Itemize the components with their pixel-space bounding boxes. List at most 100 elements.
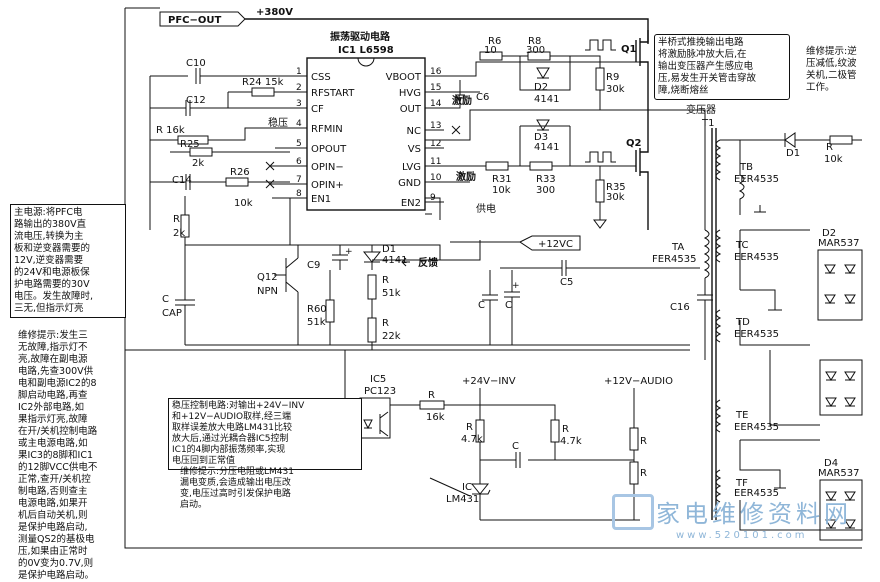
- tb-label: TB: [739, 162, 753, 173]
- ic1-title: 振荡驱动电路: [330, 30, 391, 43]
- d3-value: 4141: [534, 142, 559, 153]
- ic1-pin-label: LVG: [402, 162, 421, 173]
- te-label: TE: [735, 410, 748, 421]
- r33-label: R33: [536, 174, 556, 185]
- r31-value: 10k: [492, 185, 511, 196]
- ic1-pin-number: 5: [296, 139, 302, 149]
- r9-value: 30k: [606, 84, 625, 95]
- ic1-pin-number: 12: [430, 139, 441, 149]
- ic1-pin-label: NC: [407, 126, 421, 137]
- transformer-label: 变压器: [686, 103, 716, 116]
- q1-label: Q1: [621, 44, 637, 55]
- ra2-label: R: [640, 468, 647, 479]
- q12-type: NPN: [257, 286, 278, 297]
- d2-label: D2: [534, 82, 548, 93]
- ic1-pin-number: 7: [296, 175, 302, 185]
- d1-right-label: D1: [786, 148, 800, 159]
- r33-value: 300: [536, 185, 555, 196]
- gongdian-label: 供电: [476, 202, 496, 215]
- d2-right-label: D2: [822, 228, 836, 239]
- r35-value: 30k: [606, 192, 625, 203]
- ic1-pin-label: VBOOT: [386, 72, 422, 83]
- ic1-pin-label: HVG: [399, 88, 421, 99]
- ic5-body: [359, 397, 391, 439]
- c16-label: C16: [670, 302, 690, 313]
- wenya-label: 稳压: [268, 116, 288, 129]
- v12a-label: +12V−AUDIO: [604, 376, 673, 387]
- r47b-value: 4.7k: [560, 436, 582, 447]
- tc-value: EER4535: [734, 252, 779, 263]
- note-repair-bottom: 维修提示:分压电阻或LM431 漏电变质,会造成输出电压改 变,电压过高时引发保…: [180, 467, 294, 510]
- r-right-label: R: [826, 142, 833, 153]
- tf-label: TF: [735, 478, 748, 489]
- r16-label: R: [428, 390, 435, 401]
- d2-value: 4141: [534, 94, 559, 105]
- r6-value: 10: [484, 45, 497, 56]
- ic5-label: IC5: [370, 374, 386, 385]
- pfc-out-box: [159, 11, 246, 27]
- d3-label: D3: [534, 132, 548, 143]
- r35-label: R35: [606, 182, 626, 193]
- tf-value: EER4535: [734, 488, 779, 499]
- ic5-value: PC123: [364, 386, 396, 397]
- ta-value: FER4535: [652, 254, 696, 265]
- svg-text:+: +: [345, 247, 353, 257]
- c-cap-value: CAP: [162, 308, 182, 319]
- r24-label: R24 15k: [242, 77, 284, 88]
- d2-right-value: MAR537: [818, 238, 860, 249]
- r22k-label: R: [382, 318, 389, 329]
- ic1-pin-label: OPIN−: [311, 162, 344, 173]
- ic1-pin-label: RFSTART: [311, 88, 355, 99]
- watermark-logo: [612, 494, 654, 530]
- watermark-url: www.520101.com: [676, 530, 808, 541]
- c-a-label: C: [478, 300, 485, 311]
- r8-label: R8: [528, 36, 541, 47]
- r26-label: R26: [230, 167, 250, 178]
- ic1-pin-number: 10: [430, 173, 442, 183]
- tc-label: TC: [735, 240, 749, 251]
- d4-right-value: MAR537: [818, 468, 860, 479]
- note-repair-left: 维修提示:发生三 无故障,指示灯不 亮,故障在副电源 电路,先查300V供 电和…: [18, 330, 98, 581]
- r9-label: R9: [606, 72, 619, 83]
- r47b-label: R: [562, 424, 569, 435]
- r47a-value: 4.7k: [461, 434, 483, 445]
- nc-mark: [451, 125, 461, 135]
- r25-label: R25: [180, 139, 200, 150]
- d4-right-label: D4: [824, 458, 838, 469]
- r8-value: 300: [526, 45, 545, 56]
- fankui-label: 反馈: [418, 256, 438, 269]
- c14-label: C14: [172, 175, 192, 186]
- ic-label: IC: [462, 482, 472, 493]
- cm-label: C: [512, 441, 519, 452]
- c9-label: C9: [307, 260, 320, 271]
- c5-label: C5: [560, 277, 573, 288]
- ra1-label: R: [640, 436, 647, 447]
- r2k-left-label: R: [173, 214, 180, 225]
- r22k-value: 22k: [382, 331, 401, 342]
- ic1-pin-number: 4: [296, 119, 302, 129]
- svg-text:+: +: [512, 281, 520, 291]
- te-value: EER4535: [734, 422, 779, 433]
- ic1-pin-label: EN1: [311, 194, 331, 205]
- jili-top: 激励: [452, 94, 472, 107]
- r60-value: 51k: [307, 317, 326, 328]
- note-regulator: 稳压控制电路:对输出+24V−INV 和+12V−AUDIO取样,经三端 取样误…: [168, 398, 362, 470]
- t1-label: T1: [701, 118, 714, 129]
- ic1-pin-number: 1: [296, 67, 302, 77]
- ic1-pin-label: VS: [408, 144, 421, 155]
- r16-value: 16k: [426, 412, 445, 423]
- c12-label: C12: [186, 95, 206, 106]
- ic1-pin-label: GND: [398, 178, 421, 189]
- lm431-label: LM431: [446, 494, 479, 505]
- ic1-pin-number: 2: [296, 83, 302, 93]
- td-label: TD: [735, 317, 750, 328]
- note-repair-top: 维修提示:逆 压减低,纹波 关机,二极管 工作。: [806, 46, 857, 93]
- ta-label: TA: [671, 242, 684, 253]
- ic1-name: IC1 L6598: [338, 45, 394, 56]
- note-main-power: 主电源:将PFC电 路输出的380V直 流电压,转换为主 板和逆变器需要的 12…: [10, 204, 126, 318]
- ic1-pin-number: 14: [430, 99, 442, 109]
- r25-value: 2k: [192, 158, 204, 169]
- d1-label: D1: [382, 244, 396, 255]
- ic1-pin-number: 6: [296, 157, 302, 167]
